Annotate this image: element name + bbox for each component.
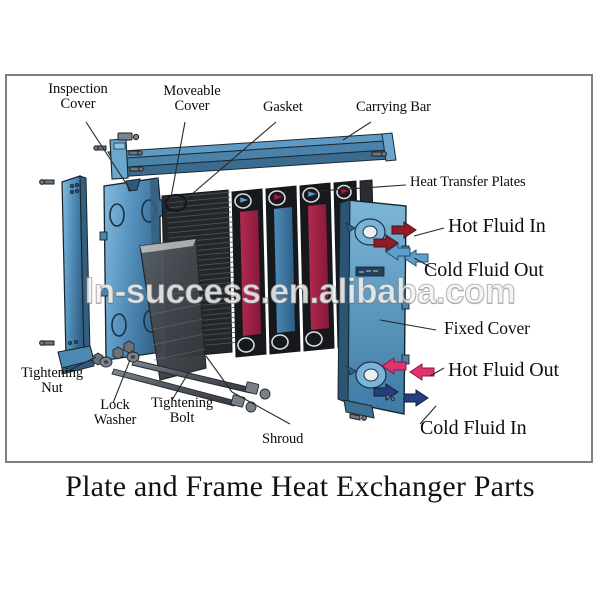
label-tightening-bolt: Tightening Bolt bbox=[150, 395, 214, 426]
label-hot-fluid-out: Hot Fluid Out bbox=[448, 359, 559, 381]
label-carrying-bar: Carrying Bar bbox=[356, 99, 431, 115]
label-fixed-cover: Fixed Cover bbox=[444, 318, 530, 338]
label-shroud: Shroud bbox=[262, 431, 304, 447]
label-lock-washer: Lock Washer bbox=[93, 397, 137, 428]
label-inspection-cover: Inspection Cover bbox=[48, 81, 108, 112]
label-heat-transfer-plates: Heat Transfer Plates bbox=[410, 174, 526, 190]
label-cold-fluid-in: Cold Fluid In bbox=[420, 417, 527, 439]
label-tightening-nut: Tightening Nut bbox=[20, 365, 84, 396]
label-hot-fluid-in: Hot Fluid In bbox=[448, 215, 546, 237]
label-cold-fluid-out: Cold Fluid Out bbox=[424, 259, 544, 281]
label-moveable-cover: Moveable Cover bbox=[163, 83, 221, 114]
label-gasket: Gasket bbox=[263, 99, 303, 115]
page-title: Plate and Frame Heat Exchanger Parts bbox=[65, 470, 535, 503]
